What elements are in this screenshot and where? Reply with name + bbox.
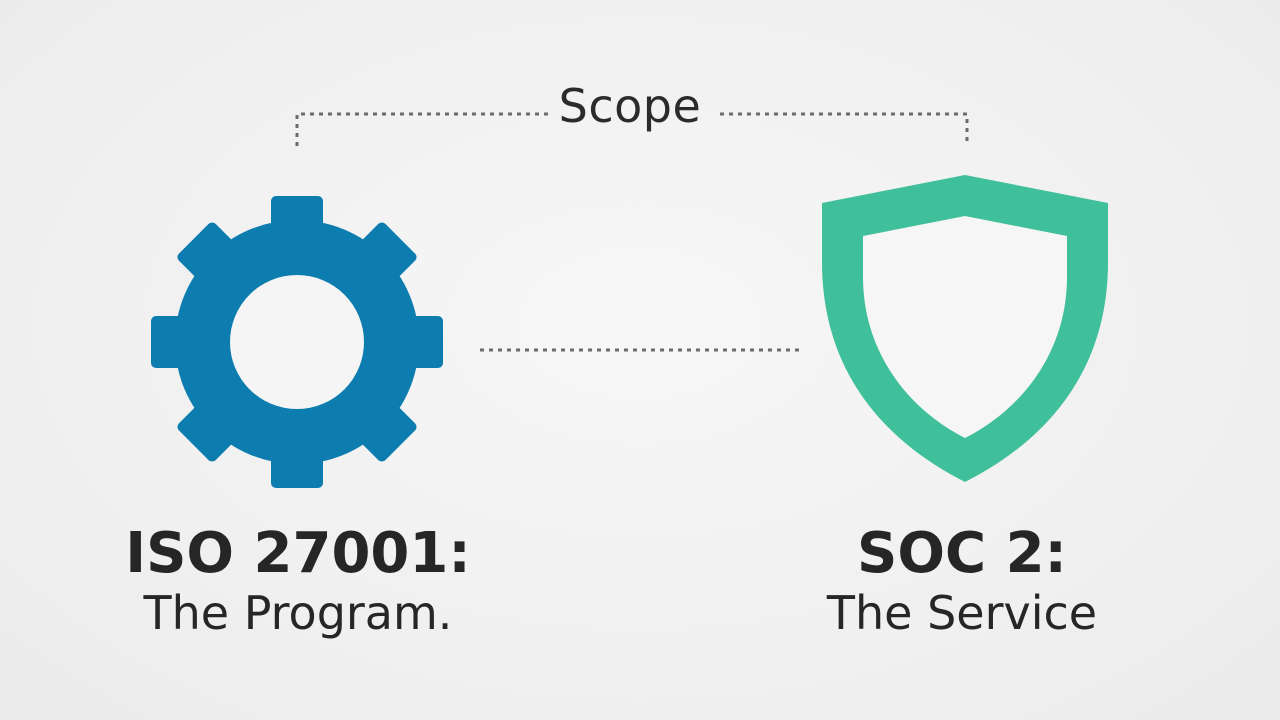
gear-icon <box>151 196 443 488</box>
iso-27001-caption: ISO 27001: The Program. <box>88 521 508 641</box>
soc-2-caption: SOC 2: The Service <box>752 521 1172 641</box>
scope-label: Scope <box>558 79 702 133</box>
soc-2-title: SOC 2: <box>857 521 1067 586</box>
scope-bracket <box>295 112 969 146</box>
soc-2-subtitle: The Service <box>826 586 1098 640</box>
scope-bracket-left <box>295 112 550 146</box>
scope-bracket-right <box>720 112 969 146</box>
gear-hole <box>230 275 364 409</box>
iso-27001-subtitle: The Program. <box>143 586 453 640</box>
shield-inner <box>863 216 1067 438</box>
shield-icon <box>822 175 1108 482</box>
iso-27001-title: ISO 27001: <box>125 521 471 586</box>
